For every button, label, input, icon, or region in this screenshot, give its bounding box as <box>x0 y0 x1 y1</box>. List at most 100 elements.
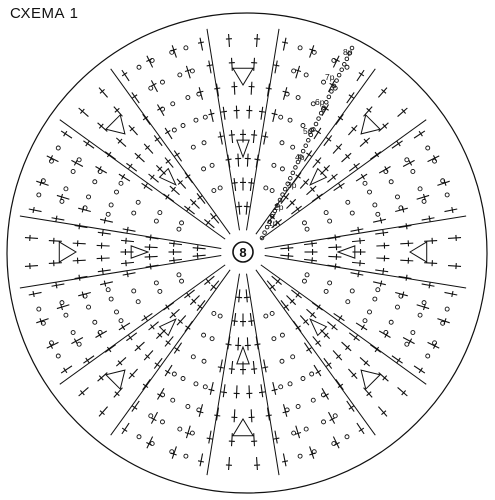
dc-stitch <box>228 457 230 471</box>
dc-stitch <box>199 37 204 51</box>
chain-stitch <box>295 95 301 100</box>
chain-stitch <box>320 392 326 398</box>
dc-crossbar <box>243 296 250 299</box>
dc-stitch <box>309 45 315 58</box>
dc-stitch <box>437 180 450 186</box>
chain-stitch <box>160 106 166 112</box>
dc-stitch <box>204 275 215 285</box>
chain-stitch <box>410 169 416 174</box>
dc-stitch <box>185 65 191 79</box>
dc-crossbar <box>206 64 213 67</box>
dc-crossbar <box>265 87 272 90</box>
dc-stitch <box>263 359 267 373</box>
chain-stitch <box>332 85 338 91</box>
start-chain-stitch <box>342 62 347 67</box>
chain-stitch <box>135 199 141 205</box>
dc-stitch <box>375 231 389 235</box>
dc-stitch <box>134 341 145 352</box>
chain-stitch <box>201 166 207 172</box>
dc-crossbar <box>451 290 454 298</box>
spoke-line <box>260 119 427 240</box>
dc-crossbar <box>401 206 405 213</box>
chain-stitch <box>421 300 427 306</box>
dc-stitch <box>280 193 290 204</box>
dc-stitch <box>235 105 238 119</box>
dc-crossbar <box>103 280 107 287</box>
dc-crossbar <box>333 58 340 63</box>
chain-stitch <box>108 296 114 302</box>
dc-crossbar <box>295 174 301 179</box>
dc-crossbar <box>353 163 358 170</box>
row-label: 3р <box>287 180 297 190</box>
dc-stitch <box>51 283 65 287</box>
start-chain-stitch <box>311 127 316 132</box>
dc-crossbar <box>287 252 290 259</box>
dc-stitch <box>141 312 153 322</box>
chain-stitch <box>279 166 285 172</box>
dc-stitch <box>118 173 131 182</box>
chain-stitch <box>271 336 277 342</box>
dc-crossbar <box>295 292 301 298</box>
chain-stitch <box>345 299 351 305</box>
dc-crossbar <box>405 223 408 230</box>
dc-stitch <box>131 400 140 412</box>
dc-stitch <box>282 453 287 467</box>
chain-stitch <box>271 162 277 168</box>
dc-stitch <box>95 166 108 174</box>
dc-stitch <box>348 124 358 136</box>
dc-stitch <box>230 57 233 71</box>
dc-crossbar <box>32 206 35 214</box>
dc-stitch <box>153 135 163 147</box>
dc-crossbar <box>129 126 135 132</box>
dc-crossbar <box>283 194 289 200</box>
dc-stitch <box>266 280 276 291</box>
dc-crossbar <box>210 214 217 220</box>
dc-crossbar <box>144 145 151 150</box>
dc-crossbar <box>408 338 413 345</box>
dc-crossbar <box>121 427 128 432</box>
dc-stitch <box>263 131 267 145</box>
chain-stitch <box>202 384 208 390</box>
dc-crossbar <box>99 410 105 416</box>
dc-crossbar <box>345 153 350 160</box>
dc-stitch <box>328 255 342 258</box>
dc-crossbar <box>171 186 176 192</box>
chain-stitch <box>209 336 215 342</box>
dc-stitch <box>248 385 251 399</box>
chain-stitch <box>279 358 285 364</box>
chain-stitch <box>327 280 333 286</box>
dc-stitch <box>424 239 438 242</box>
dc-stitch <box>176 315 187 326</box>
dc-stitch <box>424 262 438 265</box>
dc-stitch <box>369 151 382 160</box>
dc-stitch <box>359 137 371 147</box>
dc-crossbar <box>374 151 380 158</box>
dc-stitch <box>351 261 365 265</box>
dc-stitch <box>227 154 231 168</box>
dc-crossbar <box>401 390 407 396</box>
chain-stitch <box>177 426 183 432</box>
start-chain-stitch <box>262 230 267 235</box>
chain-stitch <box>269 310 275 316</box>
decrease-triangle <box>104 369 126 391</box>
dc-stitch <box>209 109 214 122</box>
dc-stitch <box>327 264 341 268</box>
dc-crossbar <box>220 110 227 113</box>
dc-stitch <box>148 321 159 331</box>
dc-crossbar <box>146 441 153 446</box>
dc-crossbar <box>384 332 389 338</box>
chain-stitch <box>179 220 185 226</box>
dc-crossbar <box>310 186 315 192</box>
dc-stitch <box>291 289 302 299</box>
chain-stitch <box>48 340 54 346</box>
spoke-line <box>19 255 222 289</box>
dc-crossbar <box>185 325 191 330</box>
dc-stitch <box>78 291 91 297</box>
start-chain-stitch <box>298 154 303 159</box>
dc-stitch <box>245 201 248 215</box>
dc-crossbar <box>173 257 175 264</box>
dc-crossbar <box>418 130 423 137</box>
dc-crossbar <box>136 153 141 160</box>
dc-crossbar <box>337 383 344 389</box>
dc-crossbar <box>451 206 454 214</box>
